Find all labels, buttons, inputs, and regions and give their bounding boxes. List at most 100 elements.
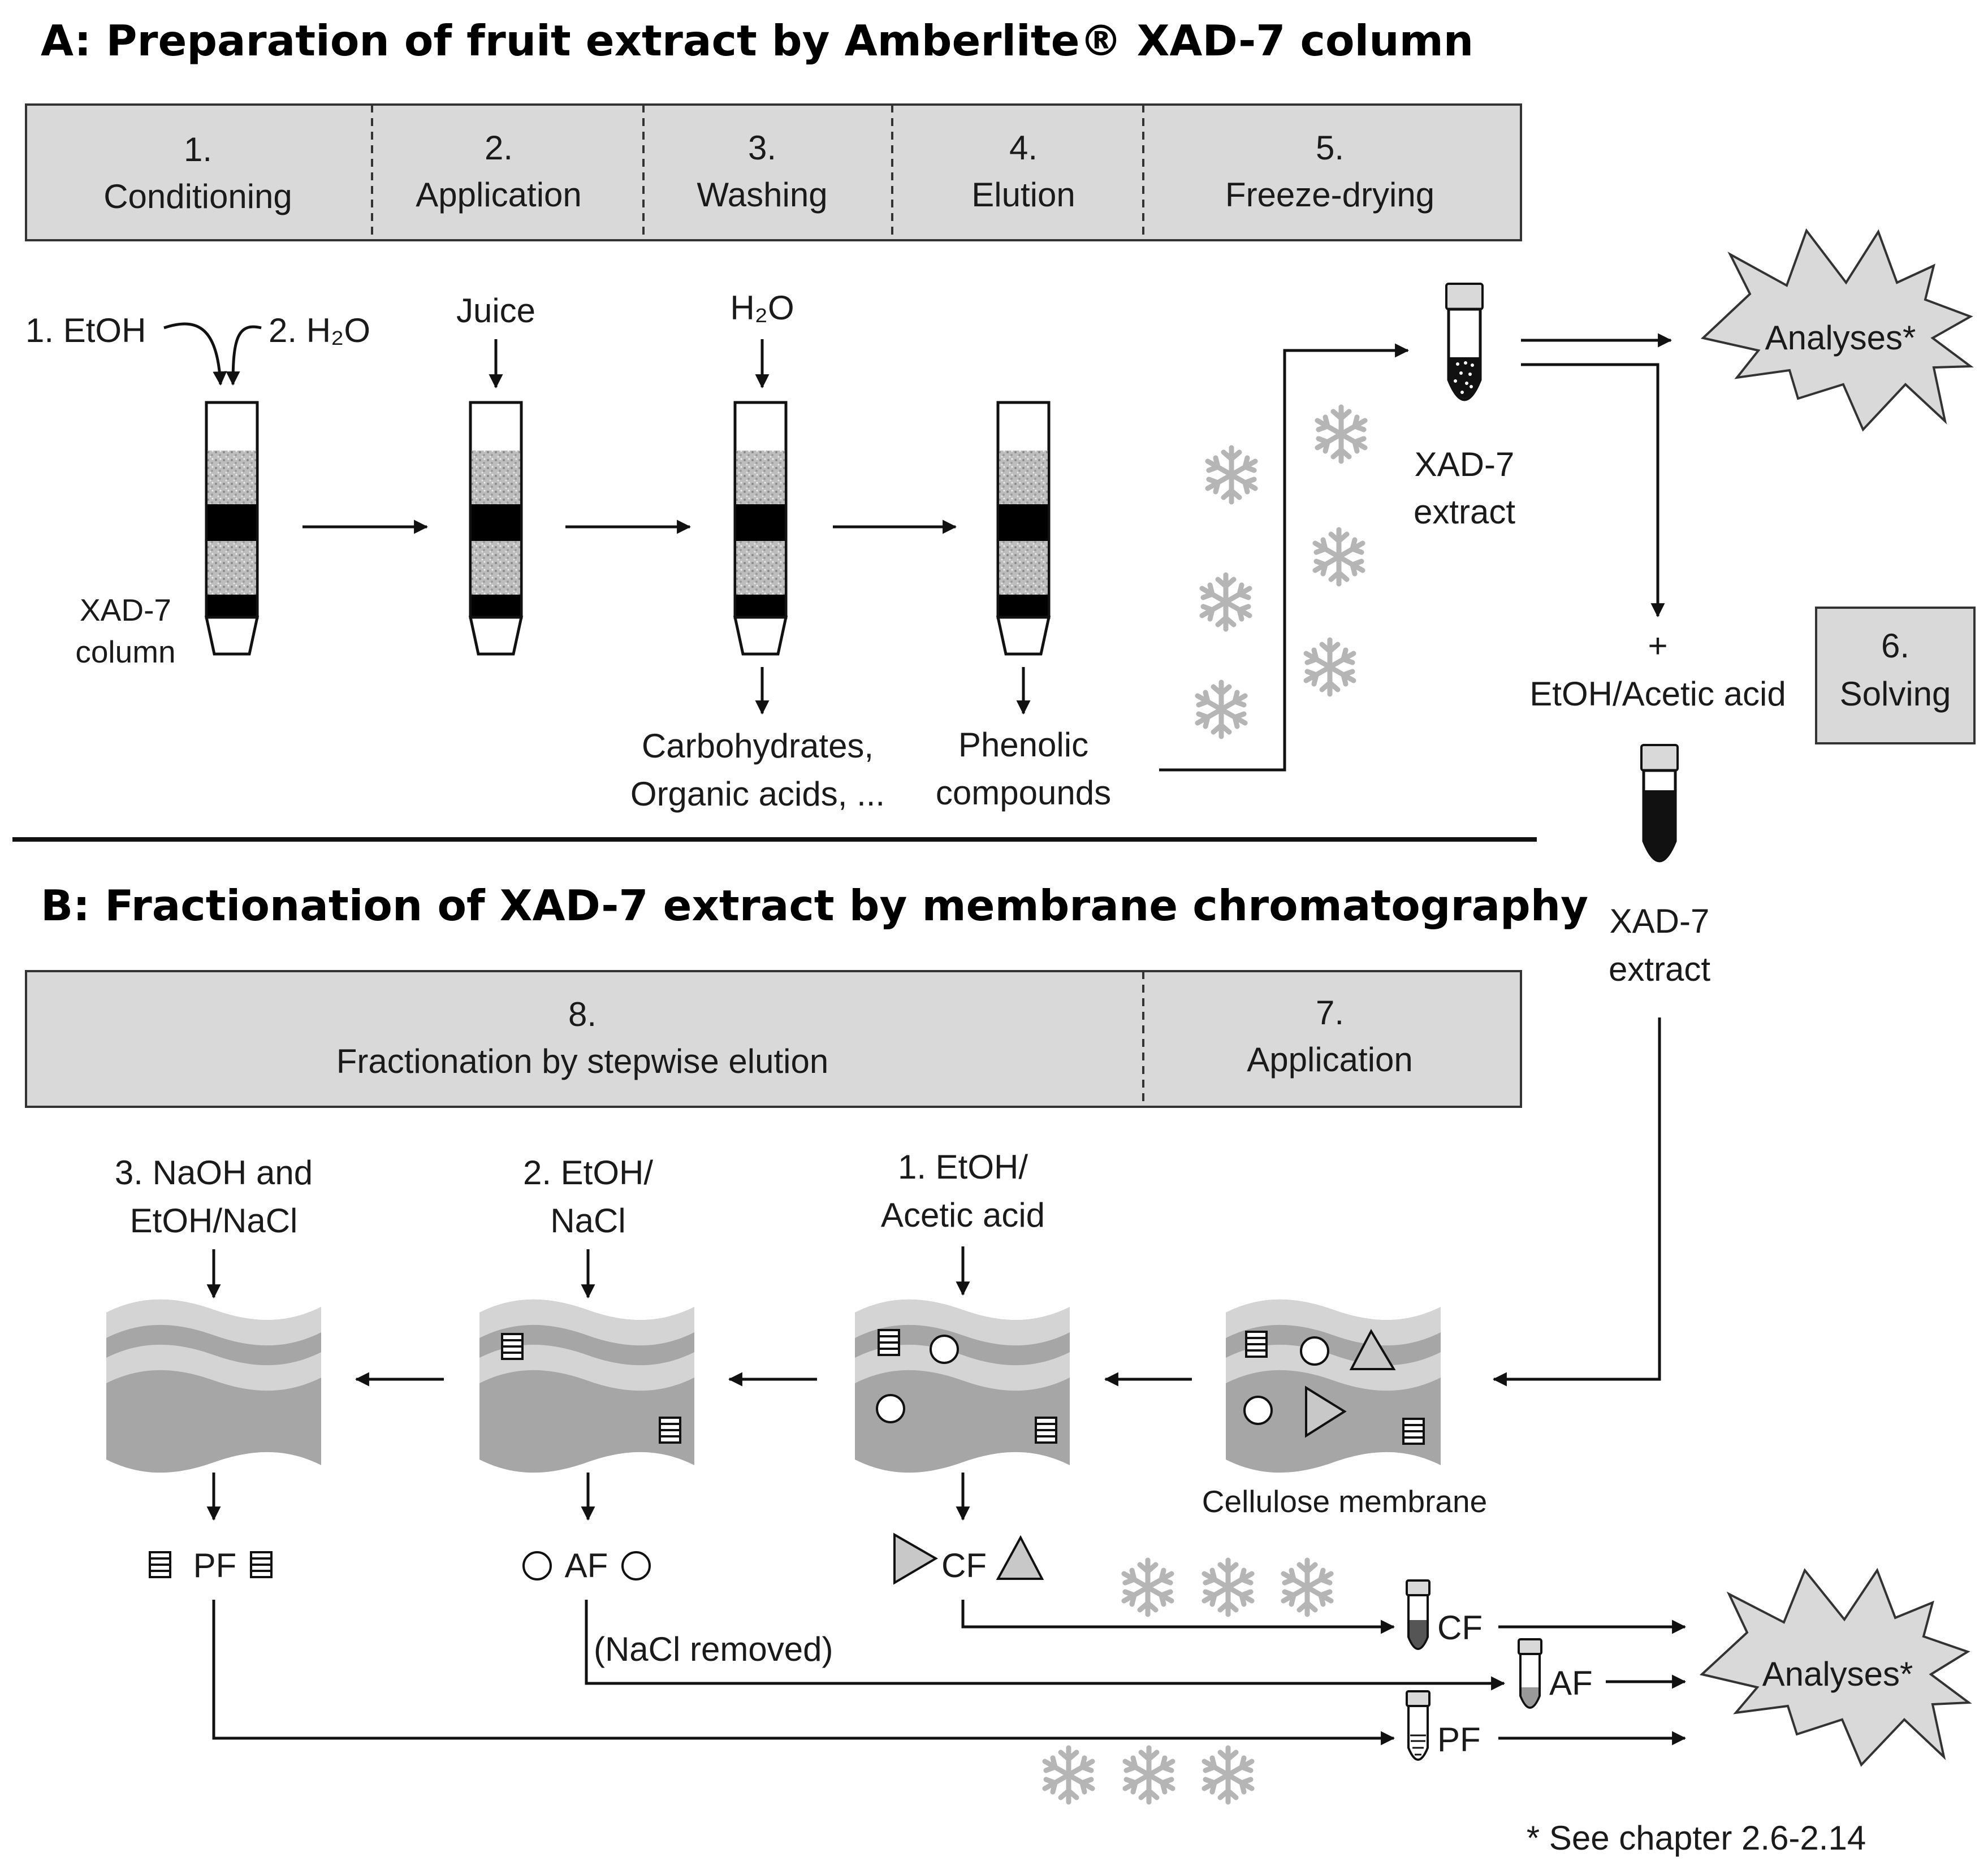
phenolic-fraction-icon: [501, 1333, 524, 1360]
step-6-label: Solving: [1840, 675, 1951, 713]
cf-tube-label: CF: [1437, 1609, 1483, 1647]
phenolic-fraction-icon: [1402, 1418, 1425, 1445]
column-icon: [998, 402, 1049, 654]
solving-plus: +: [1648, 627, 1667, 665]
cf-arrow: [961, 1600, 1395, 1634]
washing-output-line2: Organic acids, ...: [630, 775, 885, 813]
etoh-arrow: [163, 322, 227, 386]
membrane-icon: [1226, 1299, 1441, 1473]
extract-label-line2: extract: [1414, 493, 1515, 531]
column-icon: [470, 402, 521, 654]
fraction-pf-label: PF: [193, 1547, 237, 1584]
step-8-label: Fractionation by stepwise elution: [336, 1042, 828, 1080]
snowflake-icon: [1124, 1560, 1172, 1614]
snowflake-icon: [1125, 1748, 1173, 1802]
snowflake-icon: [1306, 640, 1354, 694]
section-a-steps-bar: 1. Conditioning 2. Application 3. Washin…: [25, 103, 1522, 241]
step-2-number: 2.: [485, 129, 513, 167]
input-juice: Juice: [456, 292, 535, 330]
analyses-label: Analyses*: [1762, 1655, 1913, 1693]
column-icon: [735, 402, 786, 654]
eluent-3-line2: EtOH/NaCl: [130, 1202, 298, 1240]
tube-icon: [1518, 1638, 1542, 1709]
acid-fraction-icon: [876, 1394, 905, 1423]
step-3-label: Washing: [697, 176, 827, 214]
solving-step-box: 6. Solving: [1815, 607, 1976, 744]
snowflake-icon: [1204, 1748, 1252, 1802]
section-b-title: B: Fractionation of XAD-7 extract by mem…: [41, 881, 1588, 930]
step-4-label: Elution: [971, 176, 1075, 214]
elution-output-line1: Phenolic: [958, 726, 1088, 764]
nacl-note: (NaCl removed): [594, 1630, 833, 1668]
carbonyl-fraction-icon: [893, 1532, 938, 1585]
fraction-af-label: AF: [565, 1547, 608, 1584]
eluent-3-line1: 3. NaOH and: [115, 1154, 313, 1192]
step-4-number: 4.: [1009, 129, 1038, 167]
tube-icon: [1406, 1579, 1431, 1650]
carbonyl-fraction-icon: [1349, 1328, 1396, 1370]
step-1-number: 1.: [184, 131, 212, 168]
snowflake-icon: [1317, 407, 1365, 461]
acid-fraction-icon: [930, 1335, 959, 1364]
eluent-2-line1: 2. EtOH/: [523, 1154, 653, 1192]
step-5-label: Freeze-drying: [1225, 176, 1434, 214]
h2o-arrow: [226, 325, 262, 386]
snowflake-icon: [1045, 1748, 1092, 1802]
analyses-star: Analyses*: [1699, 1567, 1972, 1767]
step-8-number: 8.: [568, 995, 597, 1033]
phenolic-fraction-icon: [659, 1417, 681, 1444]
acid-fraction-icon: [522, 1551, 552, 1580]
step-6-number: 6.: [1881, 627, 1909, 665]
extract2-label-line2: extract: [1609, 950, 1710, 988]
to-solving-arrow: [1521, 363, 1665, 618]
eluent-1-line2: Acetic acid: [881, 1196, 1045, 1234]
membrane-label: Cellulose membrane: [1202, 1484, 1487, 1519]
phenolic-fraction-icon: [878, 1329, 900, 1356]
acid-fraction-icon: [1300, 1336, 1329, 1366]
eluent-2-line2: NaCl: [550, 1202, 625, 1240]
fraction-cf-label: CF: [941, 1547, 987, 1584]
membrane-icon: [106, 1299, 321, 1473]
analyses-label: Analyses*: [1765, 319, 1916, 357]
carbonyl-fraction-icon: [1305, 1385, 1347, 1438]
column-label-line2: column: [75, 634, 175, 669]
step-7-number: 7.: [1316, 994, 1344, 1032]
acid-fraction-icon: [621, 1551, 651, 1580]
snowflake-icon: [1198, 682, 1245, 737]
tube-icon: [1641, 745, 1678, 861]
snowflake-icon: [1202, 575, 1250, 629]
pf-arrow: [212, 1600, 1395, 1746]
column-icon: [206, 402, 257, 654]
phenolic-fraction-icon: [149, 1551, 171, 1578]
step-3-number: 3.: [748, 129, 776, 167]
pf-tube-label: PF: [1437, 1721, 1481, 1759]
washing-output-line1: Carbohydrates,: [642, 727, 874, 765]
extract2-label-line1: XAD-7: [1610, 902, 1710, 940]
tube-icon: [1446, 284, 1483, 400]
snowflake-icon: [1204, 1560, 1252, 1614]
extract-label-line1: XAD-7: [1415, 445, 1515, 483]
carbonyl-fraction-icon: [996, 1535, 1044, 1580]
step-7-label: Application: [1247, 1041, 1413, 1079]
snowflake-icon: [1208, 448, 1255, 502]
membrane-icon: [855, 1299, 1070, 1473]
footnote: * See chapter 2.6-2.14: [1527, 1819, 1866, 1857]
phenolic-fraction-icon: [1035, 1417, 1057, 1444]
freeze-drying-arrow: [1159, 343, 1410, 772]
phenolic-fraction-icon: [250, 1551, 273, 1578]
step-1-label: Conditioning: [103, 177, 292, 215]
af-tube-label: AF: [1549, 1664, 1593, 1702]
application-arrow: [1492, 1017, 1661, 1387]
input-h2o-washing: H₂O: [730, 289, 794, 327]
section-a-title: A: Preparation of fruit extract by Amber…: [41, 16, 1473, 66]
acid-fraction-icon: [1243, 1396, 1273, 1425]
phenolic-fraction-icon: [1245, 1331, 1268, 1358]
solving-solvent: EtOH/Acetic acid: [1529, 675, 1786, 713]
elution-output-line2: compounds: [936, 774, 1111, 812]
snowflake-icon: [1315, 530, 1363, 584]
membrane-icon: [479, 1299, 694, 1473]
analyses-star: Analyses*: [1700, 228, 1974, 432]
section-b-steps-bar: 8. Fractionation by stepwise elution 7. …: [25, 970, 1522, 1108]
af-arrow: [585, 1600, 1506, 1691]
